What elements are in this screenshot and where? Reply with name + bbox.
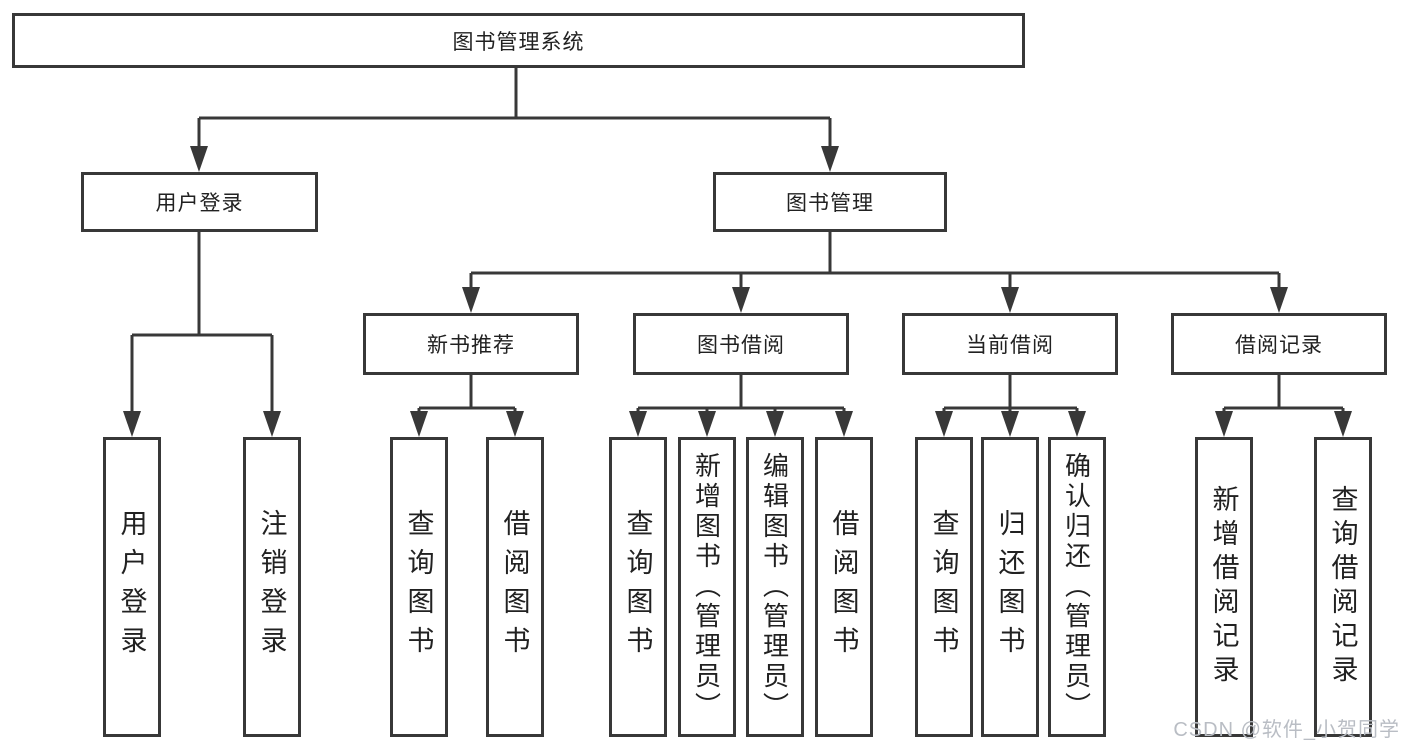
node-label: 借阅记录 bbox=[1235, 334, 1323, 357]
leaf-query-books-3: 查询图书 bbox=[915, 437, 973, 737]
node-book-borrowing: 图书借阅 bbox=[633, 313, 849, 375]
leaf-add-borrow-record: 新增借阅记录 bbox=[1195, 437, 1253, 737]
connector-userlogin-to-leaves bbox=[123, 232, 281, 437]
connector-bookborrow-to-leaves bbox=[629, 375, 853, 437]
node-label: 新书推荐 bbox=[427, 334, 515, 357]
connector-bookmgmt-to-level3 bbox=[462, 232, 1288, 313]
leaf-label: 编辑图书（管理员） bbox=[759, 452, 790, 722]
node-user-login: 用户登录 bbox=[81, 172, 318, 232]
node-label: 图书管理系统 bbox=[452, 30, 585, 54]
connector-newbook-to-leaves bbox=[410, 375, 524, 437]
leaf-edit-books-admin: 编辑图书（管理员） bbox=[746, 437, 804, 737]
node-current-borrowing: 当前借阅 bbox=[902, 313, 1118, 375]
leaf-label: 归还图书 bbox=[994, 509, 1025, 665]
node-borrowing-records: 借阅记录 bbox=[1171, 313, 1387, 375]
leaf-label: 借阅图书 bbox=[499, 509, 530, 665]
leaf-label: 用户登录 bbox=[116, 509, 147, 665]
connector-currentborrow-to-leaves bbox=[935, 375, 1086, 437]
leaf-query-books-2: 查询图书 bbox=[609, 437, 667, 737]
leaf-label: 查询图书 bbox=[622, 509, 653, 665]
node-label: 用户登录 bbox=[155, 192, 244, 215]
node-new-book-recommendation: 新书推荐 bbox=[363, 313, 579, 375]
leaf-add-books-admin: 新增图书（管理员） bbox=[678, 437, 736, 737]
node-library-management-system: 图书管理系统 bbox=[12, 13, 1025, 68]
csdn-watermark: CSDN @软件_小贺同学 bbox=[1173, 719, 1400, 741]
leaf-label: 注销登录 bbox=[256, 509, 287, 665]
node-book-management: 图书管理 bbox=[713, 172, 947, 232]
node-label: 图书管理 bbox=[786, 192, 874, 215]
leaf-label: 查询图书 bbox=[928, 509, 959, 665]
connector-root-to-level2 bbox=[190, 68, 839, 172]
leaf-label: 查询图书 bbox=[403, 509, 434, 665]
leaf-user-login: 用户登录 bbox=[103, 437, 161, 737]
leaf-borrow-books-1: 借阅图书 bbox=[486, 437, 544, 737]
leaf-borrow-books-2: 借阅图书 bbox=[815, 437, 873, 737]
connector-borrowrecord-to-leaves bbox=[1215, 375, 1352, 437]
leaf-confirm-return-admin: 确认归还（管理员） bbox=[1048, 437, 1106, 737]
leaf-logout-login: 注销登录 bbox=[243, 437, 301, 737]
leaf-query-borrow-record: 查询借阅记录 bbox=[1314, 437, 1372, 737]
leaf-label: 确认归还（管理员） bbox=[1061, 452, 1092, 722]
leaf-label: 借阅图书 bbox=[828, 509, 859, 665]
node-label: 图书借阅 bbox=[697, 334, 785, 357]
leaf-return-books: 归还图书 bbox=[981, 437, 1039, 737]
leaf-label: 新增图书（管理员） bbox=[691, 452, 722, 722]
leaf-label: 新增借阅记录 bbox=[1208, 485, 1239, 689]
node-label: 当前借阅 bbox=[966, 334, 1054, 357]
leaf-query-books-1: 查询图书 bbox=[390, 437, 448, 737]
leaf-label: 查询借阅记录 bbox=[1327, 485, 1358, 689]
